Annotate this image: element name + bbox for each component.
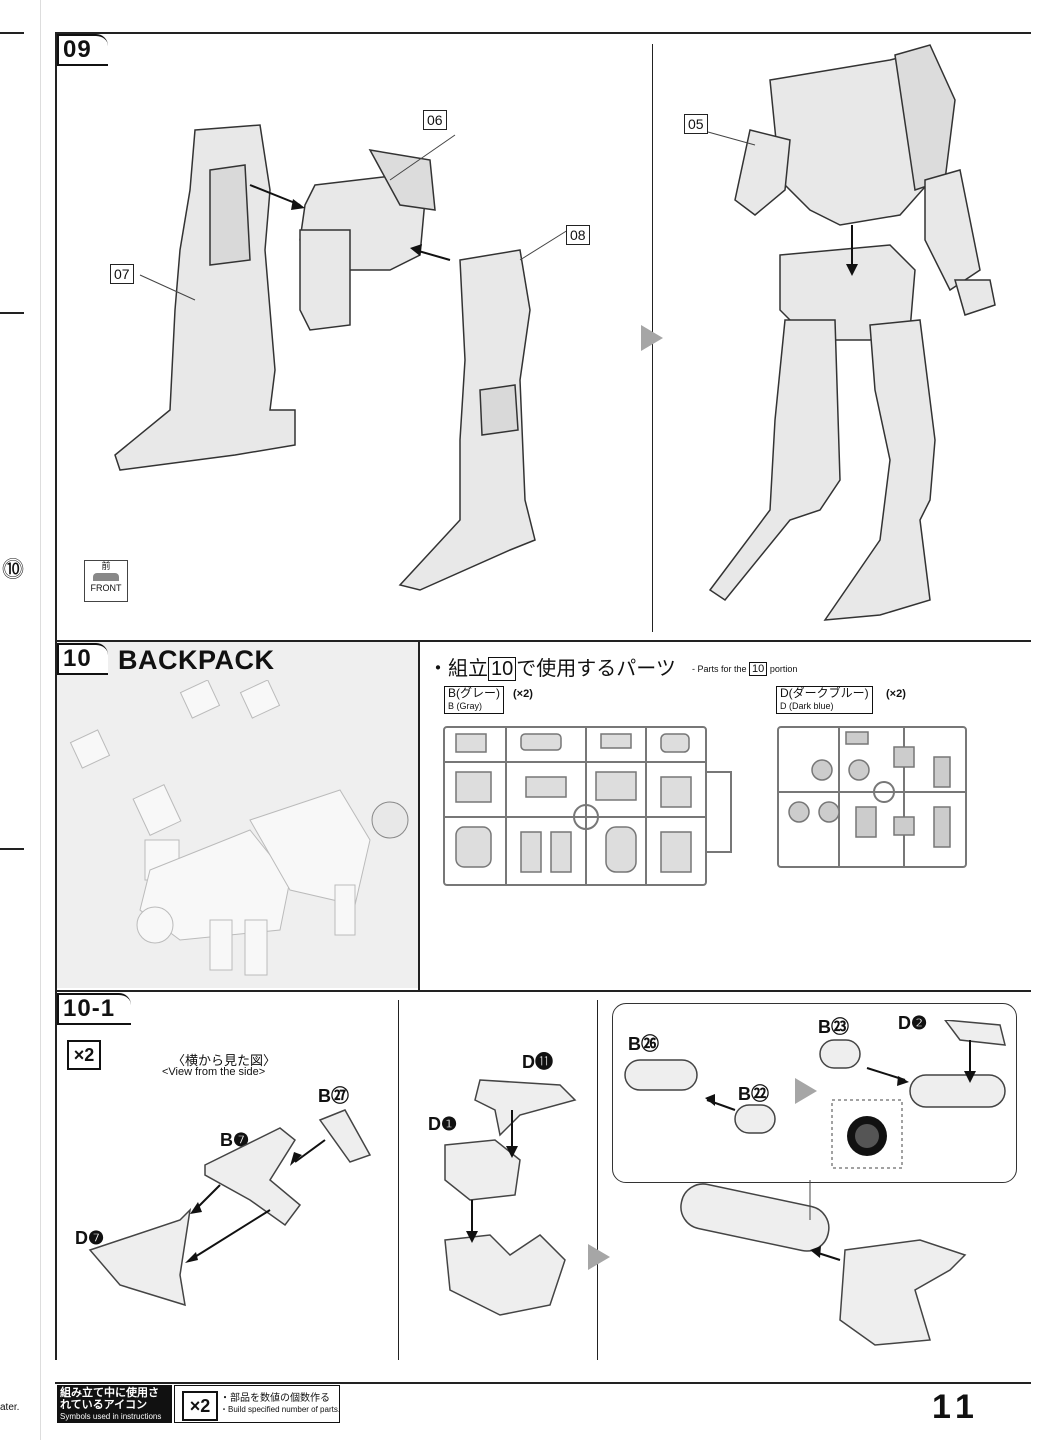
d-parts-illustration bbox=[444, 1079, 577, 1316]
parts-heading-en: - Parts for the 10 portion bbox=[692, 662, 798, 676]
part-b23: B㉓ bbox=[818, 1017, 849, 1037]
margin-rule-3 bbox=[0, 848, 24, 850]
runner-b-jp: B(グレー) bbox=[448, 686, 500, 700]
page-number: 11 bbox=[932, 1388, 980, 1426]
part-b26: B㉖ bbox=[628, 1034, 659, 1054]
part-b7: B❼ bbox=[220, 1130, 250, 1150]
step10-panel-divider bbox=[418, 640, 420, 990]
front-icon: 前 FRONT bbox=[84, 560, 128, 602]
runner-d-en: D (Dark blue) bbox=[780, 701, 834, 711]
margin-circled-ten: ⓾ bbox=[2, 557, 25, 582]
runner-b-count: (×2) bbox=[513, 688, 533, 700]
margin-footer-fragment: ater. bbox=[0, 1402, 20, 1413]
side-view-en: <View from the side> bbox=[162, 1066, 266, 1078]
margin-rule-2 bbox=[0, 312, 24, 314]
part-d11: D⓫ bbox=[522, 1052, 553, 1072]
step10-1-top-rule bbox=[55, 990, 1031, 992]
side-view-illustration bbox=[88, 1109, 372, 1307]
runner-d-count: (×2) bbox=[886, 688, 906, 700]
parts-heading-en-num: 10 bbox=[749, 662, 768, 676]
step09-leg-assembly-illustration bbox=[114, 124, 569, 591]
part-b22: B㉒ bbox=[738, 1084, 769, 1104]
part-b27: B㉗ bbox=[318, 1086, 349, 1106]
step10-title: BACKPACK bbox=[118, 645, 275, 675]
footer-legend-jp: 組み立て中に使用されているアイコン bbox=[60, 1387, 159, 1411]
front-icon-label: FRONT bbox=[90, 583, 122, 593]
part-label-07: 07 bbox=[110, 264, 134, 284]
footer-icon-frame bbox=[174, 1385, 340, 1423]
backpack-exploded-illustration bbox=[69, 680, 409, 976]
step09-complete-body-illustration bbox=[707, 44, 996, 621]
tube-assembly-illustration bbox=[624, 1020, 1006, 1169]
runner-d-illustration bbox=[777, 726, 967, 868]
tube-detail-box bbox=[612, 1003, 1017, 1183]
parts-heading-jp-prefix: ・組立 bbox=[428, 658, 488, 680]
step10-1-divider-2 bbox=[597, 1000, 598, 1360]
part-label-08: 08 bbox=[566, 225, 590, 245]
runner-b-en: B (Gray) bbox=[448, 701, 483, 711]
runner-b-illustration bbox=[443, 726, 732, 886]
runner-d-label: D(ダークブルー) D (Dark blue) bbox=[776, 686, 873, 714]
margin-rule-1 bbox=[0, 32, 24, 34]
detail-inner-arrow bbox=[795, 1078, 817, 1104]
parts-heading-en-suffix: portion bbox=[769, 664, 798, 674]
footer-desc-en: ・Build specified number of parts. bbox=[220, 1405, 341, 1414]
step10-1-number: 10-1 bbox=[57, 993, 132, 1025]
parts-heading-jp-suffix: で使用するパーツ bbox=[516, 658, 676, 680]
side-view-jp: 〈横から見た図〉 bbox=[172, 1053, 277, 1068]
runner-d-jp: D(ダークブルー) bbox=[780, 686, 869, 700]
runner-b-label: B(グレー) B (Gray) bbox=[444, 686, 504, 714]
front-icon-shoe bbox=[93, 573, 119, 581]
page-gutter-line bbox=[40, 0, 41, 1440]
footer-rule bbox=[55, 1382, 1031, 1384]
step09-number: 09 bbox=[57, 34, 108, 66]
step10-1-divider-1 bbox=[398, 1000, 399, 1360]
step10-number: 10 bbox=[57, 643, 108, 675]
part-d7: D❼ bbox=[75, 1228, 105, 1248]
front-icon-kanji: 前 bbox=[101, 561, 111, 571]
step10-1-next-arrow-1 bbox=[588, 1244, 610, 1270]
step09-next-arrow bbox=[641, 325, 663, 351]
parts-heading-en-prefix: - Parts for the bbox=[692, 664, 747, 674]
footer-desc-jp: ・部品を数値の個数作る bbox=[220, 1393, 330, 1404]
footer-legend-box: 組み立て中に使用されているアイコン Symbols used in instru… bbox=[57, 1385, 172, 1423]
step09-left-rule bbox=[55, 32, 57, 1360]
part-label-05: 05 bbox=[684, 114, 708, 134]
step10-top-rule bbox=[55, 640, 1031, 642]
backpack-final-illustration bbox=[680, 1180, 967, 1346]
parts-heading-num: 10 bbox=[488, 657, 517, 681]
part-d1: D❶ bbox=[428, 1114, 458, 1134]
part-label-06: 06 bbox=[423, 110, 447, 130]
step09-top-rule bbox=[55, 32, 1031, 34]
part-d2: D❷ bbox=[898, 1013, 928, 1033]
multiplier-badge: ×2 bbox=[67, 1040, 101, 1070]
footer-multiplier-icon: ×2 bbox=[182, 1391, 218, 1421]
footer-legend-en: Symbols used in instructions bbox=[60, 1412, 162, 1421]
